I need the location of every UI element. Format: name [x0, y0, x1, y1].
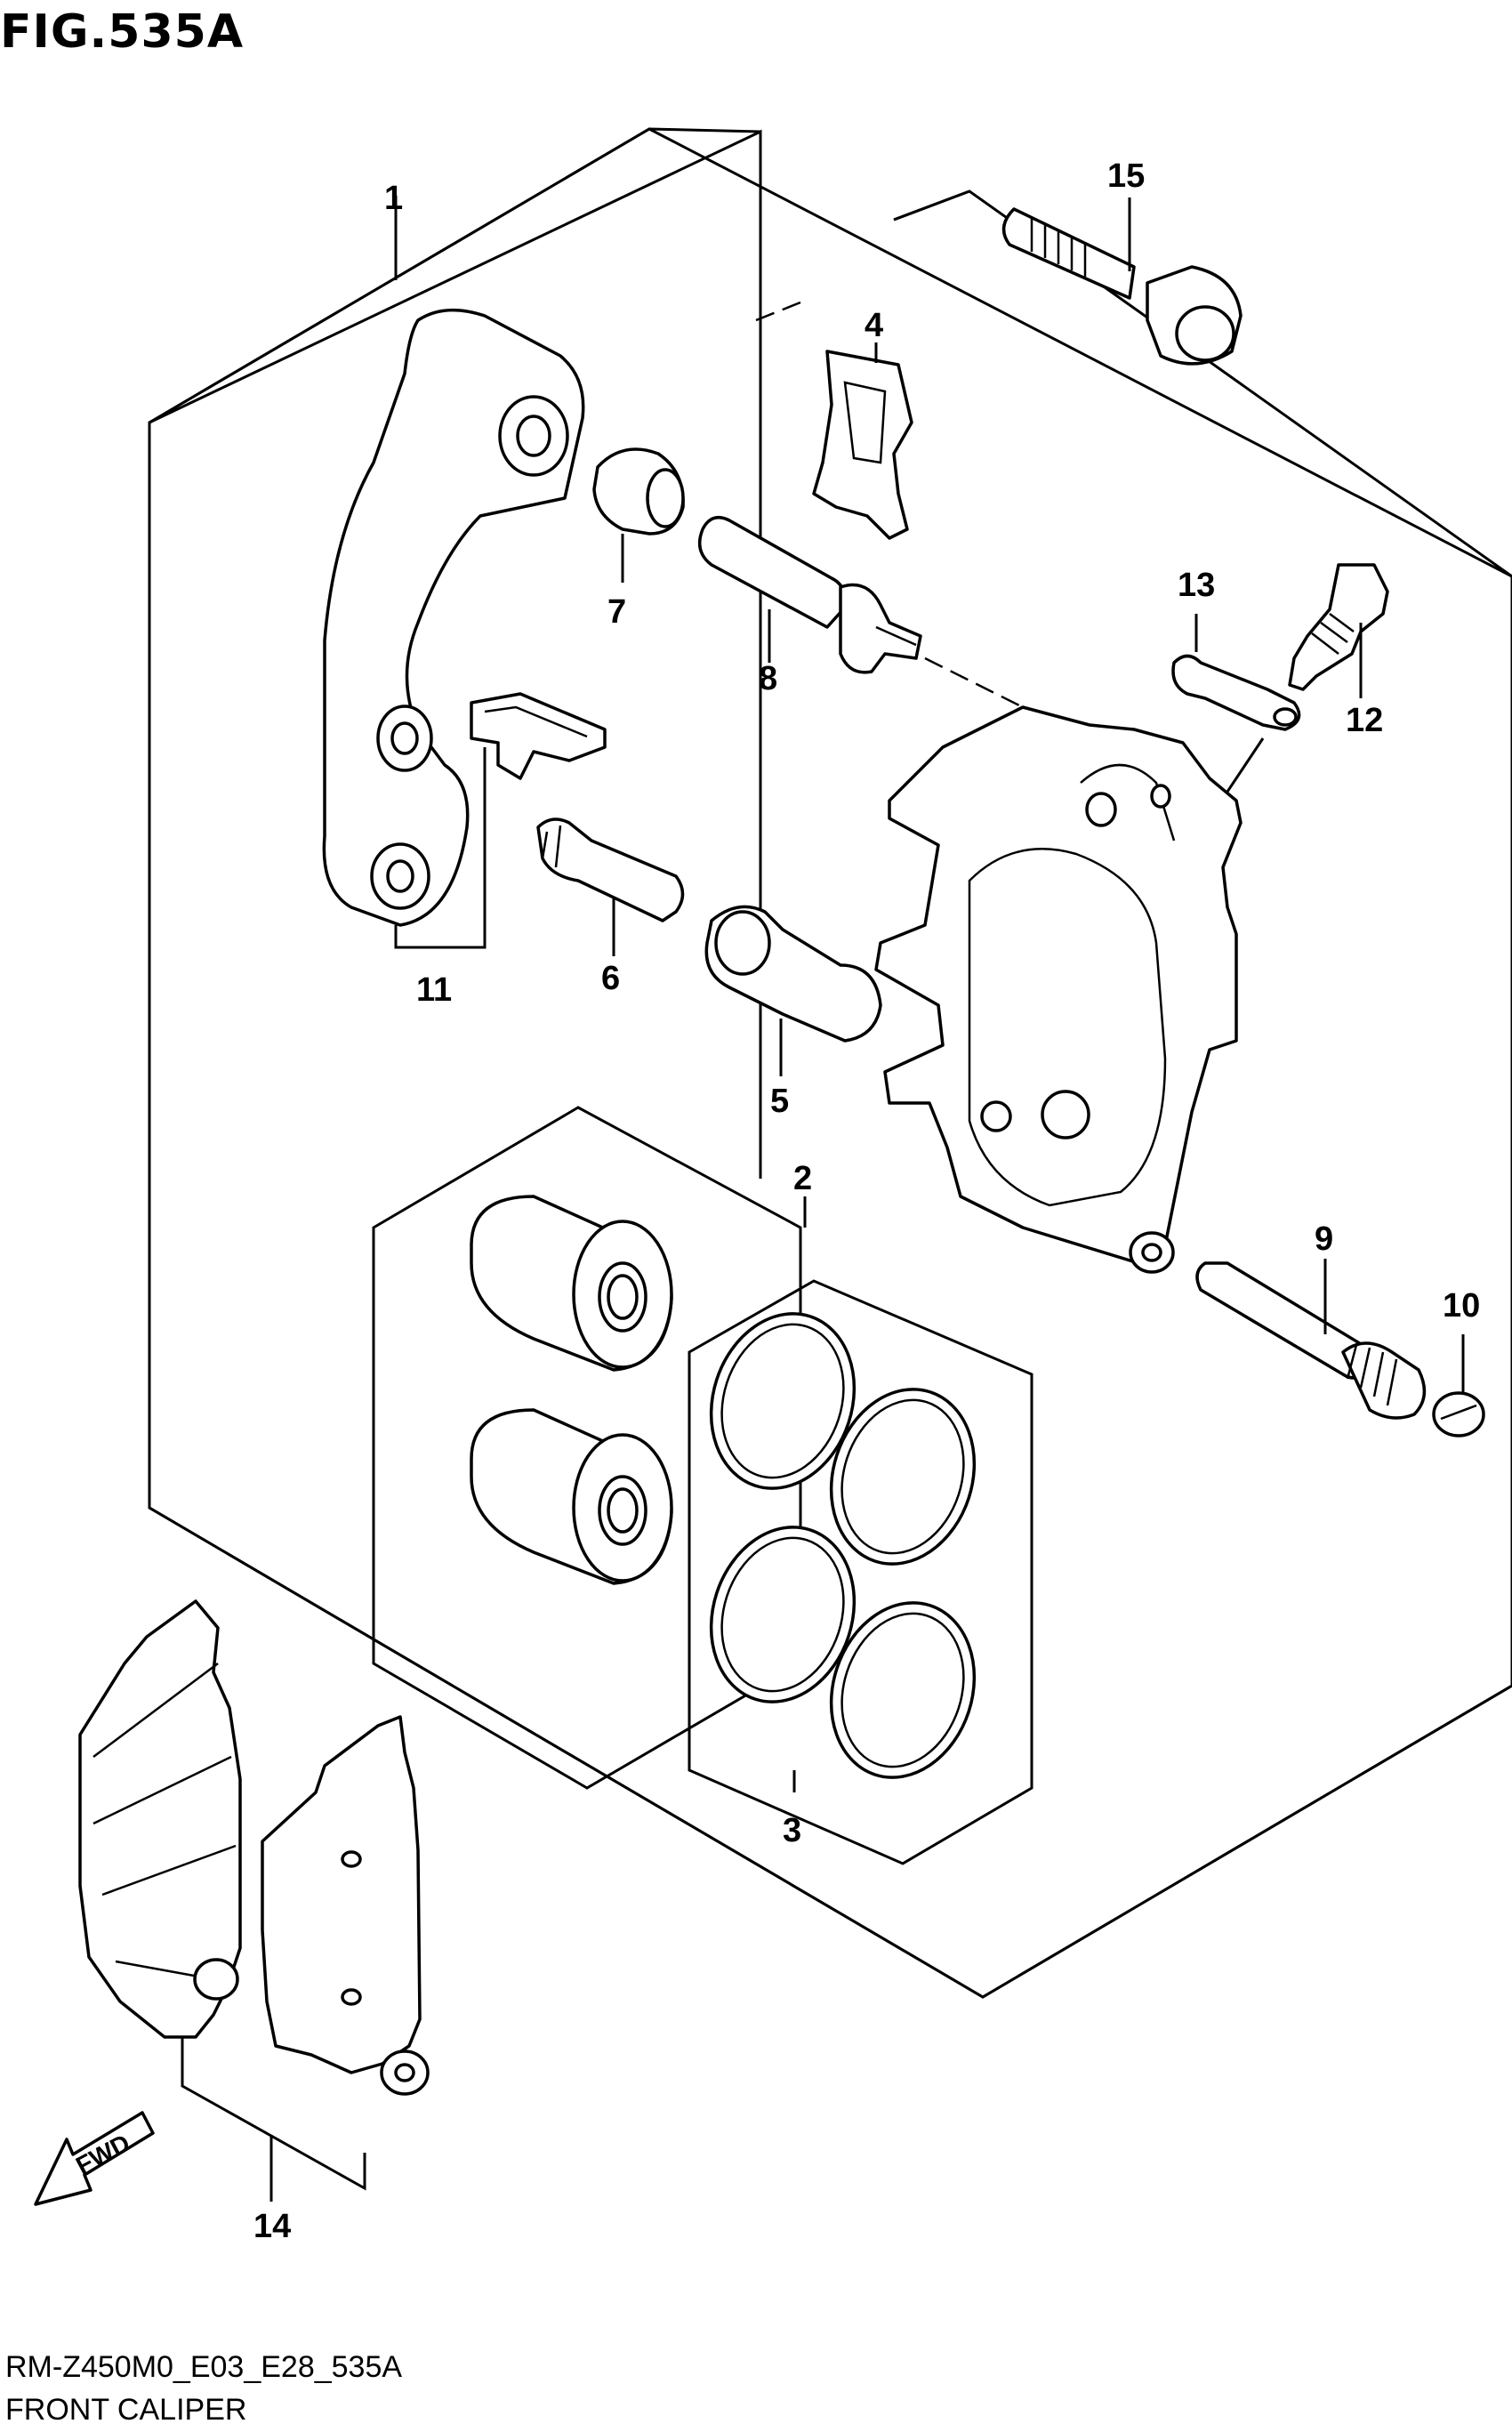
- caliper-pin-part: [1195, 1261, 1427, 1420]
- figure-title: FIG.535A: [0, 5, 245, 59]
- pad-retainer-part: [812, 350, 913, 540]
- bleeder-cap-part: [1171, 654, 1301, 731]
- slide-pin-part: [697, 515, 922, 674]
- callout-9: 9: [1315, 1220, 1333, 1258]
- piston-part: [470, 1195, 673, 1585]
- bleeder-valve-part: [1288, 563, 1389, 691]
- callout-6: 6: [601, 960, 620, 997]
- kit-frame-3: [688, 1279, 1033, 1865]
- callout-8: 8: [759, 660, 777, 697]
- pin-bolt-part: [704, 905, 882, 1043]
- callout-10: 10: [1443, 1287, 1480, 1325]
- callout-3: 3: [783, 1812, 801, 1849]
- diagram-name: FRONT CALIPER: [5, 2393, 247, 2427]
- bracket-pin-part: [536, 817, 685, 922]
- pad-spring-part: [470, 692, 607, 780]
- callout-4: 4: [865, 307, 883, 344]
- callout-11: 11: [416, 971, 452, 1009]
- callout-5: 5: [770, 1083, 789, 1120]
- boot-part: [592, 447, 685, 536]
- callout-1: 1: [384, 180, 403, 217]
- brake-pads-part: [78, 1599, 430, 2096]
- callout-7: 7: [607, 593, 626, 631]
- plug-part: [1432, 1391, 1485, 1437]
- caliper-bolt-part: [1001, 207, 1243, 366]
- callout-2: 2: [793, 1160, 812, 1197]
- callout-12: 12: [1346, 702, 1383, 739]
- callout-14: 14: [253, 2208, 291, 2245]
- piston-seal-part: [709, 1312, 977, 1779]
- caliper-body-part: [874, 705, 1243, 1274]
- callout-13: 13: [1178, 567, 1215, 604]
- callout-15: 15: [1107, 157, 1145, 195]
- forward-arrow-icon: FWD: [34, 2111, 155, 2206]
- diagram-code: RM-Z450M0_E03_E28_535A: [5, 2350, 403, 2384]
- caliper-bracket-part: [322, 308, 585, 927]
